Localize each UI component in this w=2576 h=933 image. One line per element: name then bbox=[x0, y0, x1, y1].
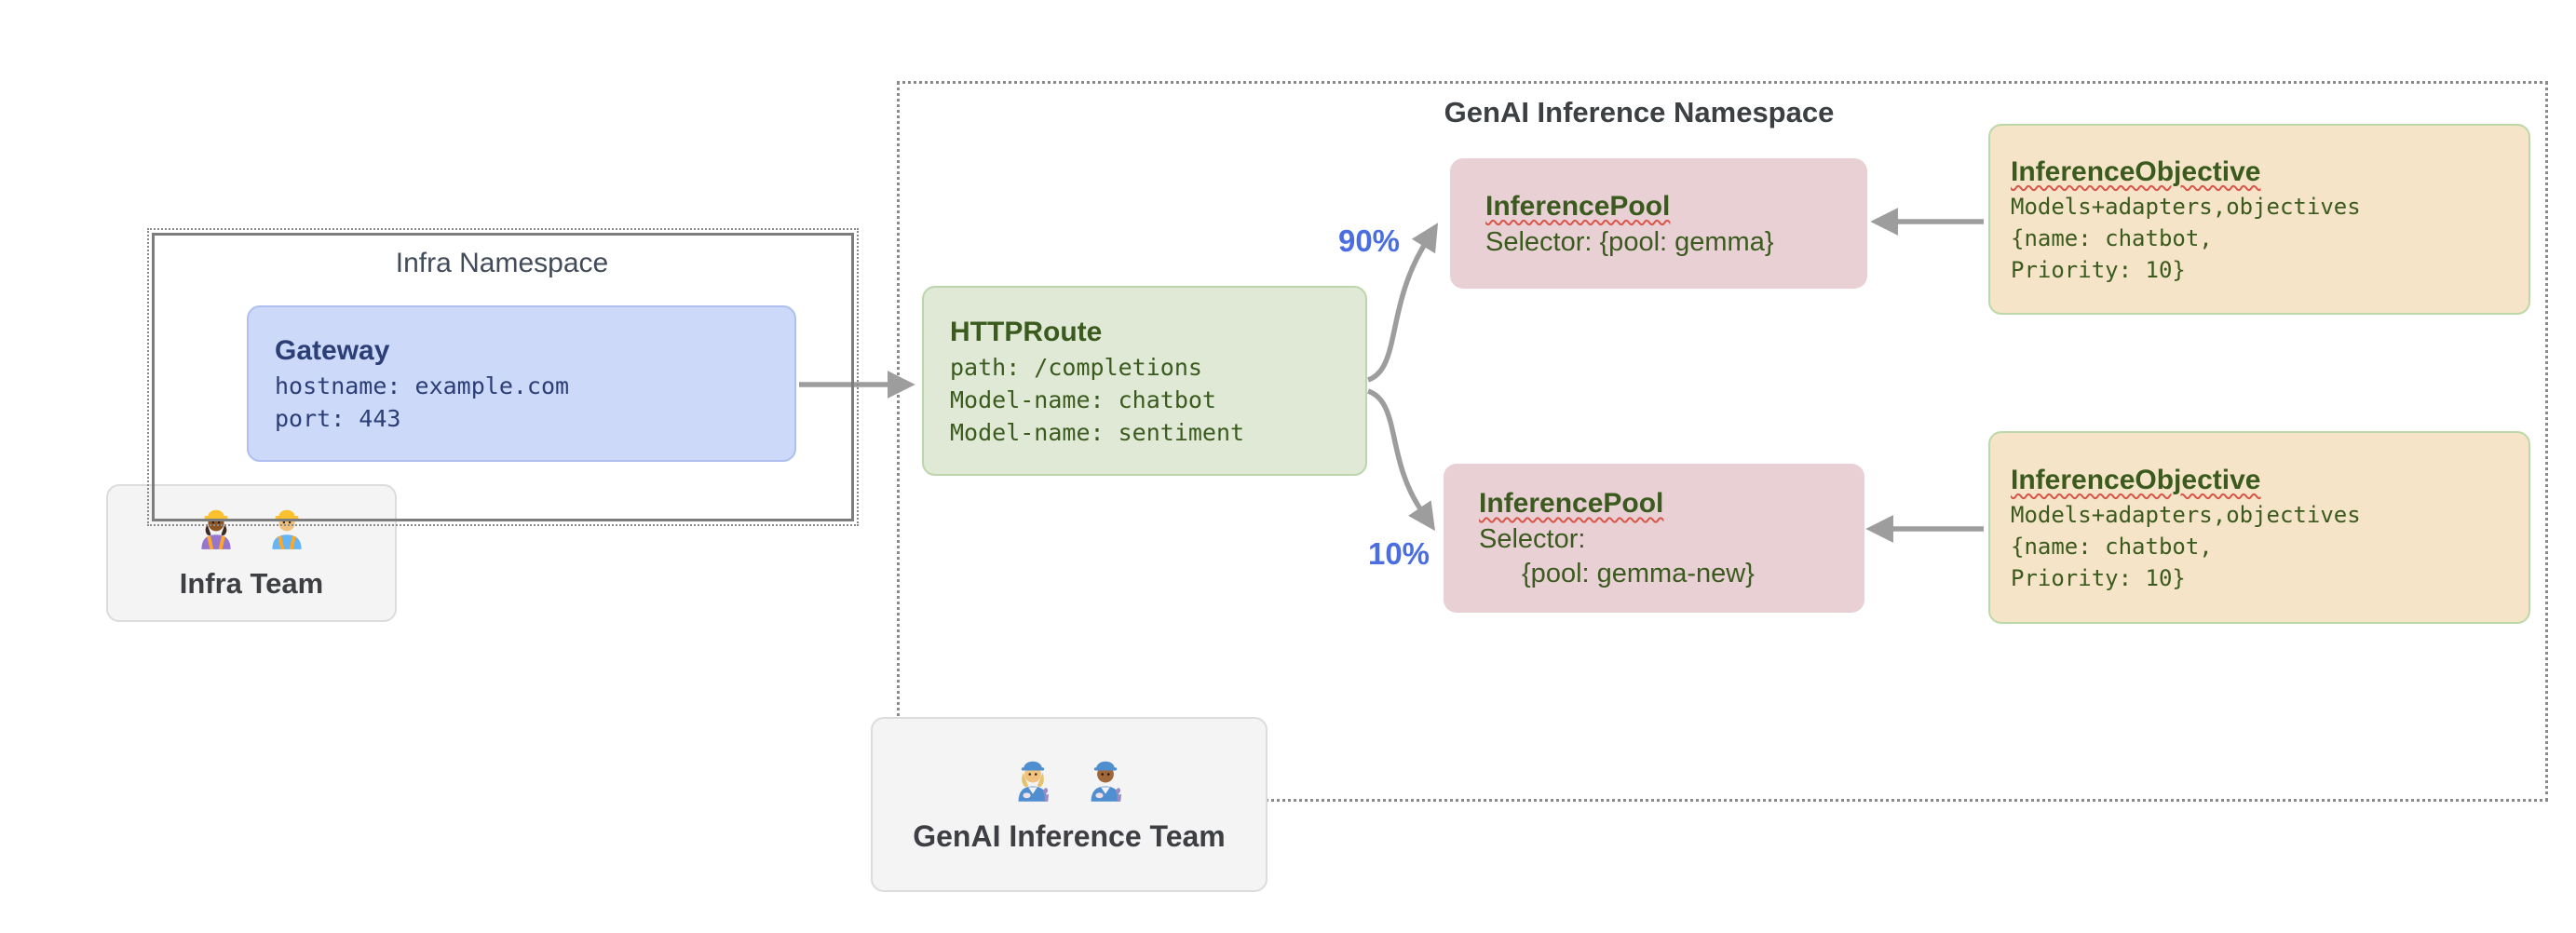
inference-objective-bottom-title: InferenceObjective bbox=[2011, 464, 2261, 495]
traffic-split-10-label: 10% bbox=[1367, 536, 1430, 571]
inference-objective-bottom-box: InferenceObjective Models+adapters,objec… bbox=[1988, 431, 2530, 624]
inference-pool-bottom-title: InferencePool bbox=[1479, 488, 1664, 519]
infra-namespace-title: Infra Namespace bbox=[395, 248, 609, 278]
arrow-httproute-to-pool-bottom bbox=[1366, 388, 1435, 532]
gateway-box: Gateway hostname: example.com port: 443 bbox=[247, 305, 796, 462]
genai-team-icons bbox=[1009, 756, 1130, 812]
inference-pool-bottom-selector: Selector: bbox=[1479, 524, 1586, 554]
inference-objective-bottom-line-1: Models+adapters,objectives bbox=[2011, 501, 2361, 528]
httproute-model-chatbot: Model-name: chatbot bbox=[950, 385, 1216, 413]
inference-pool-top-selector: Selector: {pool: gemma} bbox=[1485, 226, 1774, 257]
inference-pool-bottom-selector-value: {pool: gemma-new} bbox=[1522, 559, 1755, 588]
inference-pool-bottom-box: InferencePool Selector: {pool: gemma-new… bbox=[1444, 464, 1864, 613]
genai-team-label: GenAI Inference Team bbox=[913, 818, 1226, 853]
inference-objective-top-line-1: Models+adapters,objectives bbox=[2011, 193, 2361, 220]
man-mechanic-icon bbox=[1081, 756, 1130, 812]
inference-objective-top-line-2: {name: chatbot, bbox=[2011, 224, 2213, 251]
genai-inference-namespace-title: GenAI Inference Namespace bbox=[1444, 96, 1835, 128]
genai-inference-namespace-box bbox=[897, 81, 2548, 802]
genai-inference-team-card: GenAI Inference Team bbox=[871, 717, 1268, 892]
woman-mechanic-icon bbox=[1009, 756, 1057, 812]
arrow-httproute-to-pool-top bbox=[1366, 223, 1439, 383]
inference-objective-top-title: InferenceObjective bbox=[2011, 156, 2261, 187]
infra-namespace-box bbox=[147, 228, 859, 526]
inference-objective-top-box: InferenceObjective Models+adapters,objec… bbox=[1988, 124, 2530, 315]
gateway-port: port: 443 bbox=[275, 405, 401, 432]
infra-team-card: Infra Team bbox=[106, 484, 397, 622]
inference-objective-bottom-line-3: Priority: 10} bbox=[2011, 564, 2186, 591]
httproute-box: HTTPRoute path: /completions Model-name:… bbox=[922, 286, 1367, 476]
infra-team-label: Infra Team bbox=[179, 567, 324, 600]
gateway-title: Gateway bbox=[275, 335, 390, 366]
httproute-path: path: /completions bbox=[950, 353, 1202, 381]
httproute-title: HTTPRoute bbox=[950, 316, 1103, 347]
inference-pool-top-box: InferencePool Selector: {pool: gemma} bbox=[1450, 158, 1867, 289]
inference-objective-bottom-line-2: {name: chatbot, bbox=[2011, 533, 2213, 560]
traffic-split-90-label: 90% bbox=[1337, 223, 1401, 258]
gateway-hostname: hostname: example.com bbox=[275, 372, 570, 399]
httproute-model-sentiment: Model-name: sentiment bbox=[950, 418, 1245, 446]
inference-pool-top-title: InferencePool bbox=[1485, 190, 1671, 222]
inference-objective-top-line-3: Priority: 10} bbox=[2011, 256, 2186, 283]
